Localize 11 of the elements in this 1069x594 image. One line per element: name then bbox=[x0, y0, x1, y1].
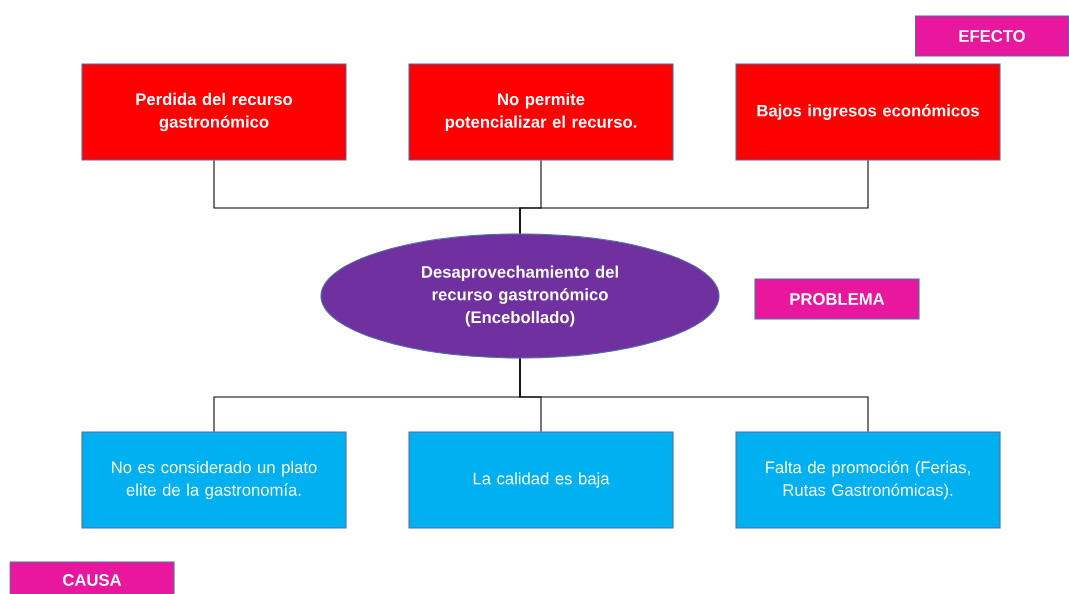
connector-line bbox=[519, 160, 869, 234]
cause-box: Falta de promoción (Ferias, Rutas Gastronómicas). bbox=[735, 431, 1001, 529]
tag-box: CAUSA bbox=[9, 561, 175, 594]
effect-box: No permite potencializar el recurso. bbox=[408, 63, 674, 161]
cause-box: No es considerado un plato elite de la gastronomía. bbox=[81, 431, 347, 529]
effect-box: Bajos ingresos económicos bbox=[735, 63, 1001, 161]
tag-box: PROBLEMA bbox=[754, 278, 920, 320]
cause-box: La calidad es baja bbox=[408, 431, 674, 529]
tag-box: EFECTO bbox=[914, 15, 1069, 57]
connector-line bbox=[519, 358, 869, 432]
effect-box: Perdida del recurso gastronómico bbox=[81, 63, 347, 161]
